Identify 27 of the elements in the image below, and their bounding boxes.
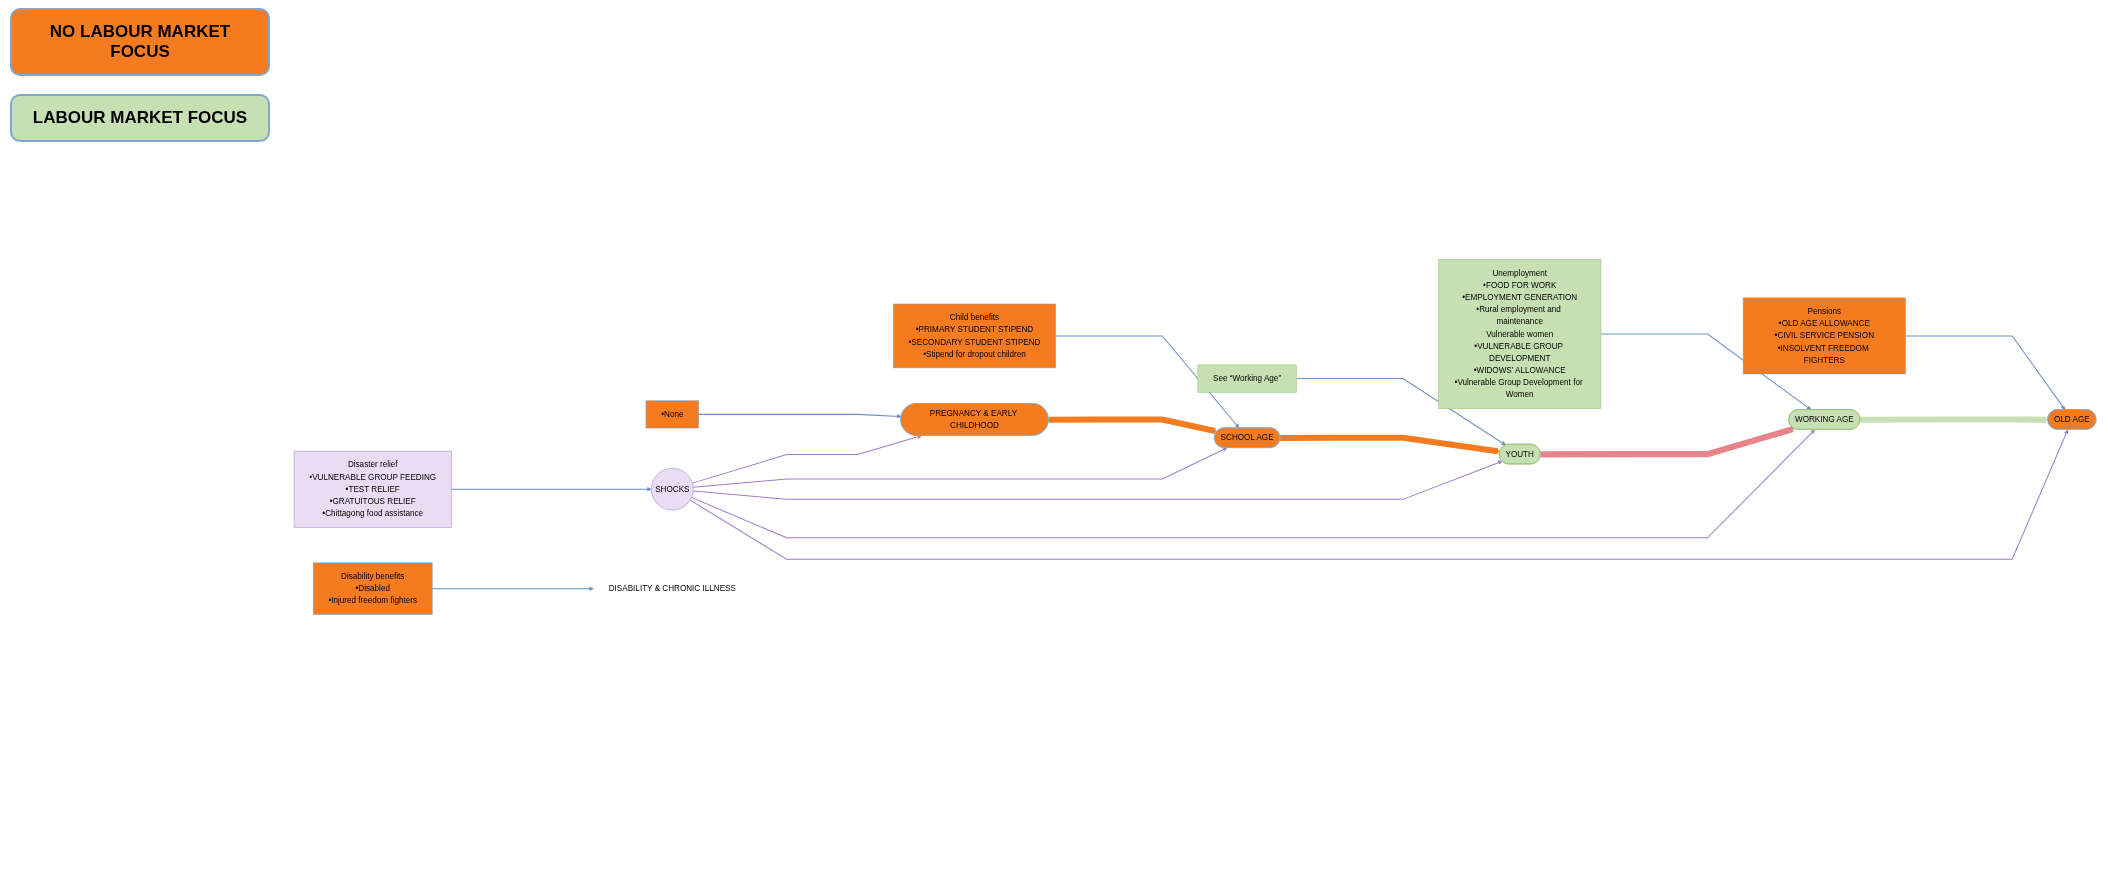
arrow bbox=[692, 460, 1503, 500]
arrow bbox=[1048, 416, 1218, 434]
arrow bbox=[1905, 335, 2066, 410]
node-circle: SHOCKS bbox=[651, 468, 694, 511]
node-box: Disability benefits •Disabled •Injured freedom fighters bbox=[312, 562, 433, 615]
arrow bbox=[691, 429, 1815, 539]
arrow bbox=[1600, 333, 1812, 410]
node-box: •None bbox=[645, 400, 699, 429]
arrow bbox=[1860, 416, 2049, 423]
legend-swatch: NO LABOUR MARKET FOCUS bbox=[10, 8, 270, 76]
arrow bbox=[691, 434, 922, 484]
arrow bbox=[1280, 434, 1501, 455]
arrow bbox=[1055, 335, 1240, 429]
node-box: Child benefits •PRIMARY STUDENT STIPEND •SECONDARY STUDENT STIPEND •Stipend for dropout children bbox=[893, 303, 1056, 369]
arrow bbox=[1540, 426, 1795, 458]
node-box: See “Working Age” bbox=[1197, 364, 1297, 393]
arrow bbox=[698, 413, 902, 419]
node-box: Unemployment •FOOD FOR WORK •EMPLOYMENT GENERATION •Rural employment and maintenance Vulnerable women •VULNERABLE GROUP DEVELOPMENT •WIDOWS’ ALLOWANCE •Vulnerable Group Development for Women bbox=[1438, 259, 1602, 409]
node-box: Pensions •OLD AGE ALLOWANCE •CIVIL SERVICE PENSION •INSOLVENT FREEDOM FIGHTERS bbox=[1742, 297, 1906, 375]
node-text: DISABILITY & CHRONIC ILLNESS bbox=[608, 584, 736, 593]
legend-swatch: LABOUR MARKET FOCUS bbox=[10, 94, 270, 142]
node-box: Disaster relief •VULNERABLE GROUP FEEDING •TEST RELIEF •GRATUITOUS RELIEF •Chittagong food assistance bbox=[293, 450, 452, 528]
arrow bbox=[692, 447, 1228, 488]
arrow bbox=[1295, 378, 1506, 446]
arrow bbox=[689, 429, 2069, 560]
arrow bbox=[450, 486, 652, 492]
arrow bbox=[431, 586, 594, 591]
